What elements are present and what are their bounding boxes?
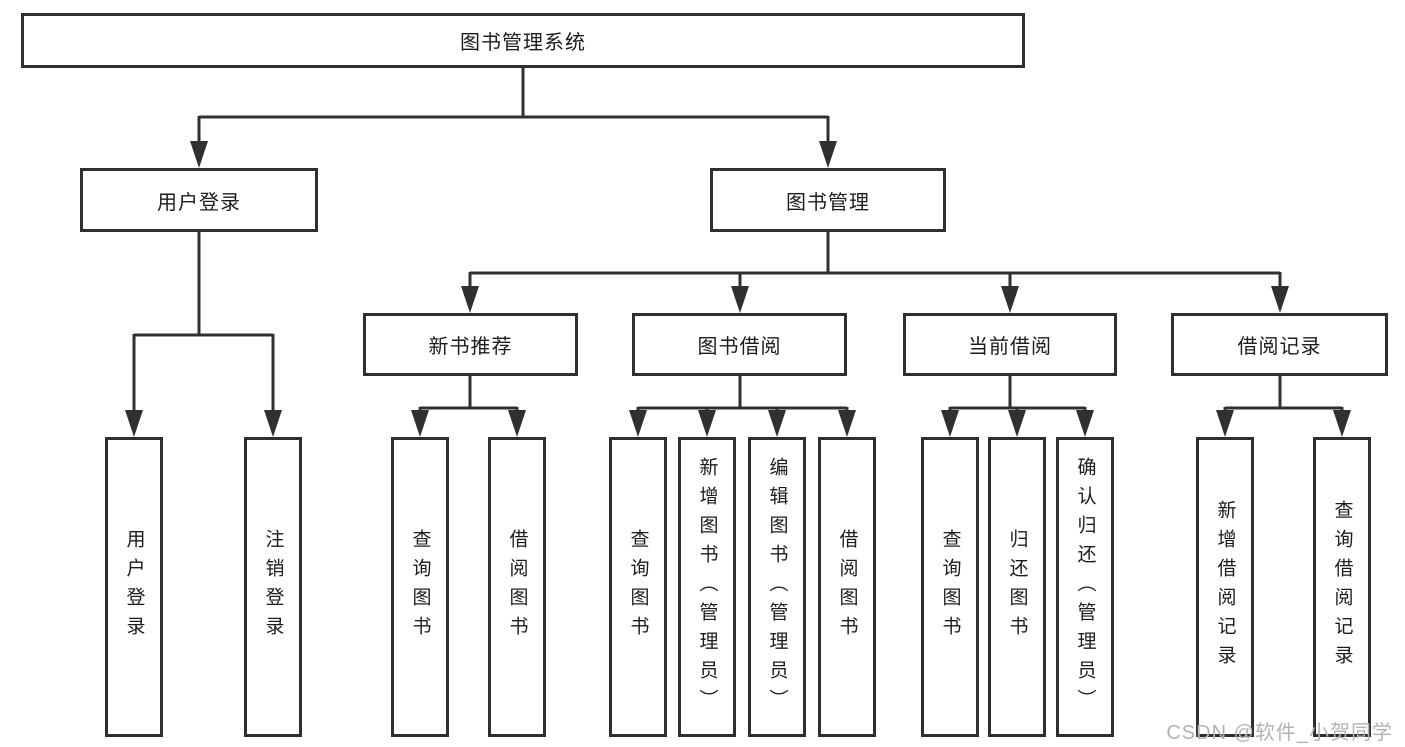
leaf-add-book-admin: 新增图书（管理员） (678, 437, 736, 737)
leaf-query-books-recommend: 查询图书 (391, 437, 449, 737)
node-book-management: 图书管理 (710, 168, 946, 232)
arrowhead (1333, 410, 1351, 437)
connector-new-book-recommend-branch (418, 374, 519, 414)
connector-current-borrow-branch (948, 374, 1087, 414)
leaf-query-books-borrow: 查询图书 (609, 437, 667, 737)
arrowhead (508, 410, 526, 437)
node-user-login: 用户登录 (80, 168, 318, 232)
arrowhead (698, 410, 716, 437)
arrowhead (264, 410, 282, 437)
arrowhead (731, 286, 749, 313)
connector-book-management-branch (468, 230, 1282, 290)
arrowhead (1216, 410, 1234, 437)
node-new-book-recommend: 新书推荐 (363, 313, 578, 376)
node-library-management-system: 图书管理系统 (21, 13, 1025, 68)
arrowhead (1076, 410, 1094, 437)
arrowhead (838, 410, 856, 437)
arrowhead (1008, 410, 1026, 437)
leaf-query-borrow-record: 查询借阅记录 (1313, 437, 1371, 737)
connector-book-borrow-branch (636, 374, 849, 414)
leaf-query-books-current: 查询图书 (921, 437, 979, 737)
arrowhead (461, 286, 479, 313)
connector-root-to-level2 (197, 66, 830, 144)
arrowhead (941, 410, 959, 437)
leaf-borrow-books-recommend: 借阅图书 (488, 437, 546, 737)
arrowhead (819, 141, 837, 168)
arrowhead (1271, 286, 1289, 313)
arrowhead (1001, 286, 1019, 313)
leaf-logout-login: 注销登录 (244, 437, 302, 737)
arrowhead (125, 410, 143, 437)
node-borrow-records: 借阅记录 (1171, 313, 1388, 376)
leaf-edit-book-admin: 编辑图书（管理员） (748, 437, 806, 737)
arrowhead (411, 410, 429, 437)
connector-user-login-branch (132, 230, 275, 413)
arrowhead (768, 410, 786, 437)
leaf-return-book: 归还图书 (988, 437, 1046, 737)
connector-borrow-records-branch (1223, 374, 1344, 414)
node-book-borrow: 图书借阅 (632, 313, 847, 376)
node-current-borrow: 当前借阅 (903, 313, 1117, 376)
arrowhead (190, 141, 208, 168)
csdn-watermark: CSDN @软件_小贺同学 (1166, 722, 1393, 744)
leaf-add-borrow-record: 新增借阅记录 (1196, 437, 1254, 737)
leaf-user-login: 用户登录 (105, 437, 163, 737)
leaf-borrow-books: 借阅图书 (818, 437, 876, 737)
leaf-confirm-return-admin: 确认归还（管理员） (1056, 437, 1114, 737)
arrowhead (629, 410, 647, 437)
